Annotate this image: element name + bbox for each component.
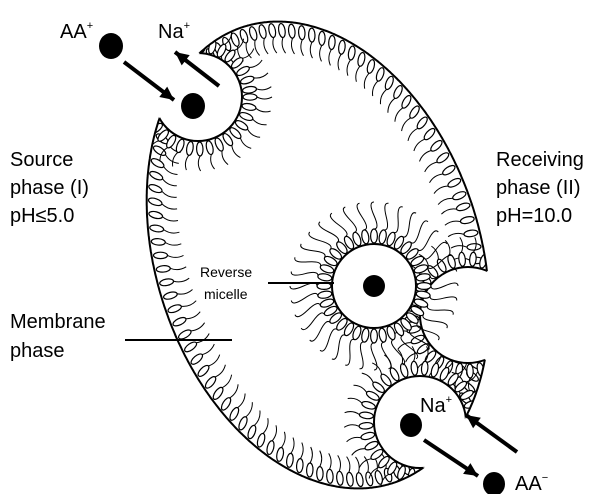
na-top-label: Na+ <box>158 20 190 43</box>
reverse-micelle-line2: micelle <box>204 286 248 302</box>
receiving-phase-line3: pH=10.0 <box>496 205 572 227</box>
receiving-phase-line1: Receiving <box>496 149 584 171</box>
receiving-phase-line2: phase (II) <box>496 177 580 199</box>
source-phase-line2: phase (I) <box>10 177 89 199</box>
membrane-phase-line1: Membrane <box>10 311 106 333</box>
membrane-phase-line2: phase <box>10 340 65 362</box>
aa-plus-label: AA+ <box>60 20 93 43</box>
aa-minus-label: AA− <box>515 472 548 494</box>
source-phase-line3: pH≤5.0 <box>10 205 74 227</box>
source-phase-line1: Source <box>10 149 73 171</box>
reverse-micelle-line1: Reverse <box>200 264 252 280</box>
